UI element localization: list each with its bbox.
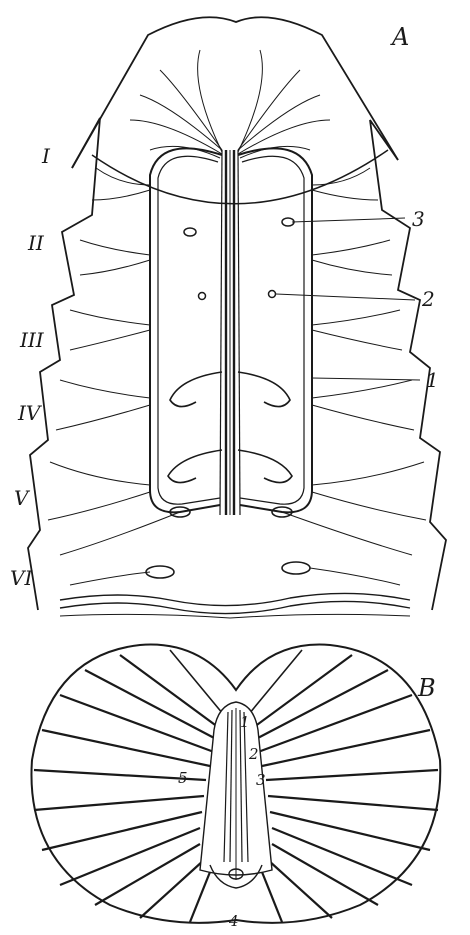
panel-a-brain-fibres <box>130 50 330 158</box>
segment-label-2: II <box>27 231 45 255</box>
segment-label-3: III <box>19 328 45 352</box>
panel-a-callout-3-line <box>292 218 405 222</box>
segment-label-6: VI <box>10 566 33 590</box>
segment-label-4: IV <box>17 401 43 425</box>
panel-b-callout-1: 1 <box>240 713 250 731</box>
panel-a-posterior-ganglia <box>60 507 410 618</box>
panel-a: A I II III IV V VI 3 2 1 <box>10 17 446 618</box>
panel-a-callout-1: 1 <box>426 368 439 392</box>
panel-b-letter: B <box>417 674 436 702</box>
panel-b-callout-2: 2 <box>248 745 259 763</box>
panel-a-callout-2: 2 <box>421 287 435 311</box>
segment-label-1: I <box>41 144 51 168</box>
panel-a-left-organ-upper <box>184 228 196 236</box>
panel-a-letter: A <box>390 23 409 51</box>
panel-b-callout-3: 3 <box>256 771 266 789</box>
panel-a-left-body-outline <box>28 118 100 610</box>
panel-a-prostomium-arc <box>92 150 388 204</box>
panel-b: B 1 2 3 5 4 <box>31 645 440 930</box>
panel-a-right-organ-lower <box>269 291 276 298</box>
panel-a-callout-1-line <box>312 378 420 380</box>
panel-a-callout-2-line <box>276 294 415 300</box>
panel-a-right-body-outline <box>370 120 446 610</box>
panel-a-left-organ-lower <box>199 293 206 300</box>
panel-b-callout-4: 4 <box>228 912 239 930</box>
panel-a-head-outline <box>72 17 398 168</box>
panel-b-callout-5: 5 <box>178 769 188 787</box>
panel-a-left-segmental-nerves <box>48 168 180 555</box>
panel-a-callout-3: 3 <box>412 207 425 231</box>
panel-a-nerve-cord <box>220 150 240 515</box>
segment-label-5: V <box>14 486 31 510</box>
